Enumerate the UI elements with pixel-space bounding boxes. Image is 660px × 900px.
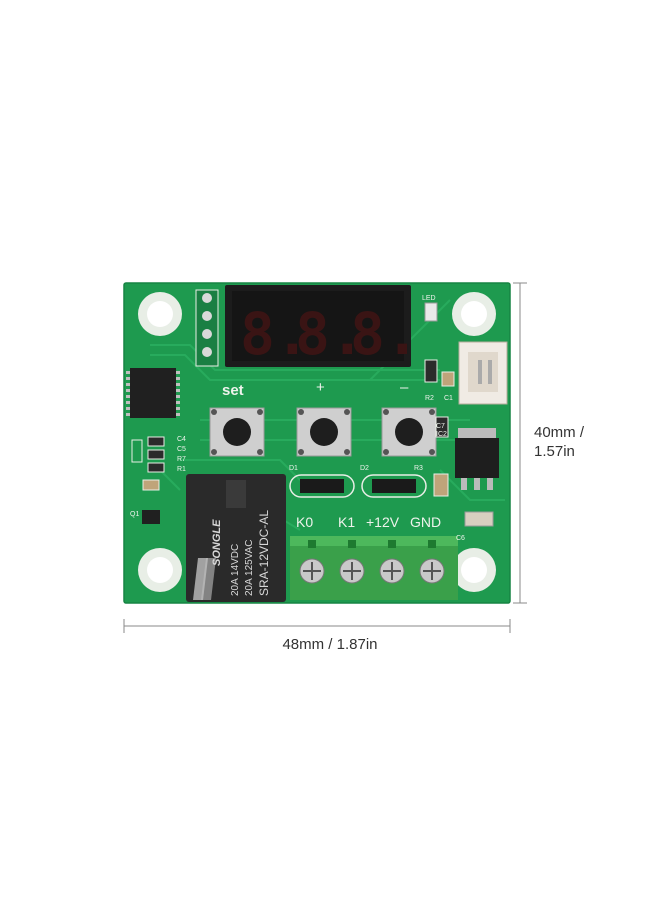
sensor-connector (458, 341, 508, 405)
height-label-line1: 40mm / (534, 424, 585, 441)
display-digit-2: 8. (295, 300, 365, 368)
display-digit-3: 8. (350, 300, 420, 368)
label-set: set (222, 382, 244, 399)
relay-brand: SONGLE (211, 519, 223, 566)
display-digit-1: 8. (240, 300, 310, 368)
pcb-board: 8. 8. 8. set + – LED C4 C5 R7 R1 Q1 D1 D… (123, 282, 511, 604)
relay-line2: 20A 125VAC (244, 539, 255, 596)
terminal-label-k0: K0 (296, 514, 313, 530)
terminal-screw-gnd (419, 558, 445, 584)
display-digits: 8. 8. 8. (240, 300, 420, 368)
relay-model: SRA-12VDC-AL (257, 510, 271, 596)
smd-components-left (131, 436, 165, 524)
label-c4: C4 (177, 436, 186, 443)
label-plus: + (316, 379, 325, 396)
terminal-block (290, 536, 458, 600)
voltage-regulator (455, 428, 499, 490)
label-d2: D2 (360, 465, 369, 472)
terminal-screw-k0 (299, 558, 325, 584)
terminal-label-12v: +12V (366, 514, 400, 530)
terminal-label-gnd: GND (410, 514, 441, 530)
mounting-holes (138, 292, 496, 592)
tactile-button-set (209, 407, 265, 457)
tactile-buttons (209, 407, 437, 457)
label-r7: R7 (177, 456, 186, 463)
terminal-screw-12v (379, 558, 405, 584)
seven-segment-display (225, 285, 411, 367)
terminal-screw-k1 (339, 558, 365, 584)
tactile-button-minus (381, 407, 437, 457)
label-r2: R2 (425, 395, 434, 402)
terminal-label-k1: K1 (338, 514, 355, 530)
height-dimension-label: 40mm / 1.57in (534, 424, 644, 462)
relay (186, 474, 286, 602)
diodes (289, 473, 449, 498)
silkscreen-labels: set + – LED C4 C5 R7 R1 Q1 D1 D2 R3 R2 C… (130, 295, 465, 542)
relay-text: SONGLE 20A 14VDC 20A 125VAC SRA-12VDC-AL (211, 510, 271, 596)
label-r3: R3 (414, 465, 423, 472)
label-c5: C5 (177, 446, 186, 453)
ic-chip (126, 368, 180, 418)
relay-line1: 20A 14VDC (230, 544, 241, 596)
width-dimension-label: 48mm / 1.87in (282, 636, 378, 653)
label-c7: C7 (436, 423, 445, 430)
label-q1: Q1 (130, 511, 139, 518)
label-c1: C1 (444, 395, 453, 402)
label-d1: D1 (289, 465, 298, 472)
label-c6: C6 (456, 535, 465, 542)
label-led: LED (422, 295, 436, 302)
label-ic2: IC2 (436, 431, 447, 438)
label-r1: R1 (177, 466, 186, 473)
header-pins (195, 289, 219, 367)
dimension-lines (123, 282, 527, 633)
smd-components-right (424, 302, 494, 527)
tactile-button-plus (296, 407, 352, 457)
label-minus: – (400, 379, 409, 396)
height-label-line2: 1.57in (534, 442, 575, 460)
